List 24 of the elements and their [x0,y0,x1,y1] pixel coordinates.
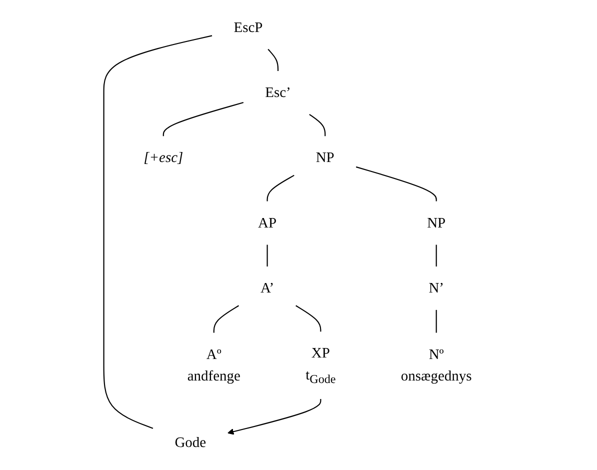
arrow [227,399,322,435]
node-text: [+esc] [143,150,184,166]
node-text: NP [316,150,334,166]
connector [356,166,437,202]
node-text: Gode [174,434,206,450]
connector [436,310,437,333]
node-text: Nº onsægednys [400,346,472,384]
connector [308,114,326,136]
node-text: XP t$_{Gode}$ [305,345,336,386]
node-text: A’ [260,280,274,296]
node-text: Aº andfenge [187,346,240,384]
connector [266,174,294,202]
node-text: AP [258,215,276,232]
connector [436,244,437,266]
connector [162,102,244,136]
node-text: NP [426,215,446,232]
node-text: Esc’ [264,84,291,101]
connector [266,244,268,266]
connector [268,48,278,71]
connector [103,35,212,429]
node-text: N’ [428,280,444,296]
connector [213,305,239,333]
node-text: EscP [234,20,263,36]
connector [295,305,322,332]
